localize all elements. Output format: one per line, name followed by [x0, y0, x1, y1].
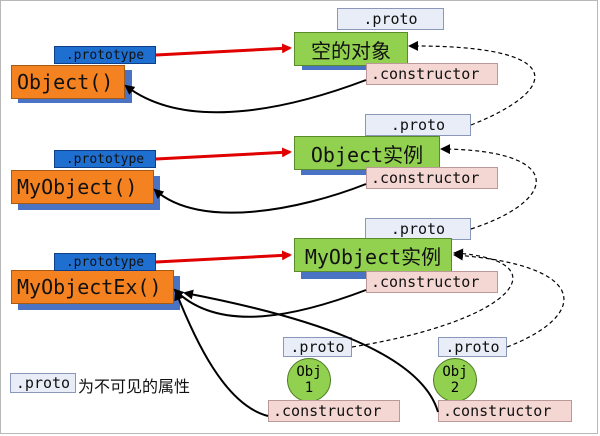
empty-constructor-arrow	[124, 79, 367, 114]
obj2-circle: Obj 2	[433, 358, 477, 402]
myobject-function-box: MyObject()	[11, 170, 154, 204]
object-instance-box: Object实例	[294, 136, 440, 170]
object-constructor-arrow	[153, 183, 367, 214]
empty-object-proto: .proto	[337, 8, 444, 30]
obj2-proto: .proto	[438, 337, 507, 357]
myobject-instance-proto-arrow	[440, 144, 537, 230]
obj1-index: 1	[304, 380, 314, 396]
obj2-index: 2	[450, 380, 460, 396]
object-prototype-arrow	[155, 43, 292, 57]
obj2-name: Obj	[442, 364, 468, 380]
object-prototype-label: .prototype	[54, 46, 156, 64]
obj1-circle: Obj 1	[287, 358, 331, 402]
obj1-proto-arrow	[351, 248, 514, 348]
myobject-instance-constructor: .constructor	[366, 271, 498, 293]
object-instance-constructor: .constructor	[366, 167, 498, 189]
myobjectex-prototype-label: .prototype	[54, 253, 156, 271]
obj1-name: Obj	[296, 364, 322, 380]
myobjectex-prototype-arrow	[155, 250, 292, 264]
proto-arrows	[351, 40, 565, 348]
myobject-prototype-arrow	[155, 147, 292, 161]
myobject-constructor-arrow	[173, 288, 367, 318]
object-instance-proto: .proto	[365, 114, 471, 136]
myobject-instance-box: MyObject实例	[294, 238, 452, 272]
obj1-constructor-arrow	[174, 290, 269, 417]
prototype-arrows	[155, 43, 292, 264]
constructor-arrows	[124, 79, 439, 417]
legend-proto-sample: .proto	[10, 373, 76, 393]
myobject-prototype-label: .prototype	[54, 150, 156, 168]
obj2-constructor: .constructor	[438, 400, 572, 422]
empty-object-instance: 空的对象	[294, 32, 408, 66]
legend-text: 为不可见的属性	[78, 377, 191, 396]
object-function-box: Object()	[11, 65, 125, 99]
obj1-proto: .proto	[283, 337, 352, 357]
empty-object-constructor: .constructor	[366, 63, 498, 85]
object-instance-proto-arrow	[408, 40, 536, 126]
obj2-constructor-arrow	[183, 289, 439, 413]
obj2-proto-arrow	[453, 250, 565, 348]
obj1-constructor: .constructor	[268, 400, 400, 422]
